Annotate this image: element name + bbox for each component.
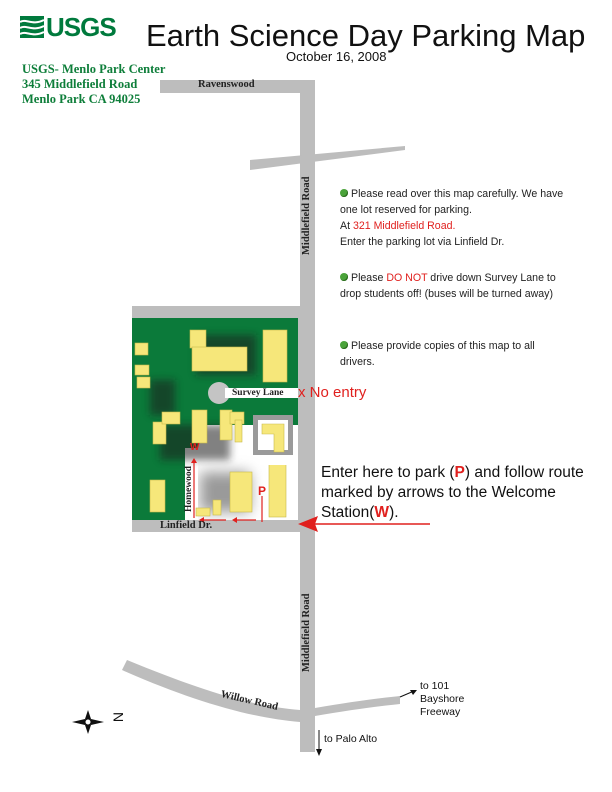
parking-marker: P [258, 484, 267, 498]
welcome-marker: W [190, 442, 200, 453]
side-road-upper [250, 146, 405, 170]
page-date: October 16, 2008 [286, 49, 387, 64]
no-entry-label: x No entry [298, 384, 367, 401]
bullet-icon [340, 273, 348, 281]
bullet-icon [340, 189, 348, 197]
enter-here-instructions: Enter here to park (P) and follow route … [321, 464, 584, 521]
note-do-not-drive: Please DO NOT drive down Survey Lane to … [340, 272, 556, 300]
address-line-3: Menlo Park CA 94025 [22, 92, 141, 106]
to-101-label: to 101 Bayshore Freeway [420, 680, 465, 718]
buildings [134, 329, 288, 518]
north-label: N [110, 711, 127, 723]
campus-road-top [132, 306, 300, 318]
homewood-strip [185, 448, 198, 520]
white-circle-pad [260, 455, 294, 465]
homewood-label: Homewood [184, 466, 194, 512]
survey-lane-label: Survey Lane [232, 388, 284, 398]
compass-icon [72, 710, 104, 734]
middlefield-label-lower: Middlefield Road [301, 593, 312, 672]
entry-arrow-head [298, 516, 318, 532]
gray-building-l [261, 423, 285, 453]
survey-lane-circle [208, 382, 230, 404]
address-line-1: USGS- Menlo Park Center [22, 62, 166, 76]
address-line-2: 345 Middlefield Road [22, 77, 138, 91]
note-copies: Please provide copies of this map to all… [340, 340, 535, 368]
usgs-logo: USGS [46, 12, 117, 42]
bullet-icon [340, 341, 348, 349]
route-arrows [191, 458, 263, 523]
usgs-logo-icon [19, 16, 45, 38]
note-read-map: Please read over this map carefully. We … [340, 188, 564, 248]
middlefield-label-upper: Middlefield Road [301, 176, 312, 255]
to-palo-alto-arrowhead [316, 749, 322, 756]
middlefield-road [300, 80, 315, 752]
to-palo-alto-label: to Palo Alto [324, 733, 378, 745]
campus-road-right [298, 318, 300, 528]
page-title: Earth Science Day Parking Map [146, 18, 586, 53]
willow-road [122, 660, 300, 722]
to-101-arrowhead [410, 690, 417, 695]
linfield-label: Linfield Dr. [160, 520, 213, 531]
survey-lane [225, 388, 298, 398]
ravenswood-label: Ravenswood [198, 79, 255, 90]
linfield-road [132, 520, 300, 532]
ravenswood-road [160, 80, 315, 93]
willow-road-east [315, 696, 400, 716]
